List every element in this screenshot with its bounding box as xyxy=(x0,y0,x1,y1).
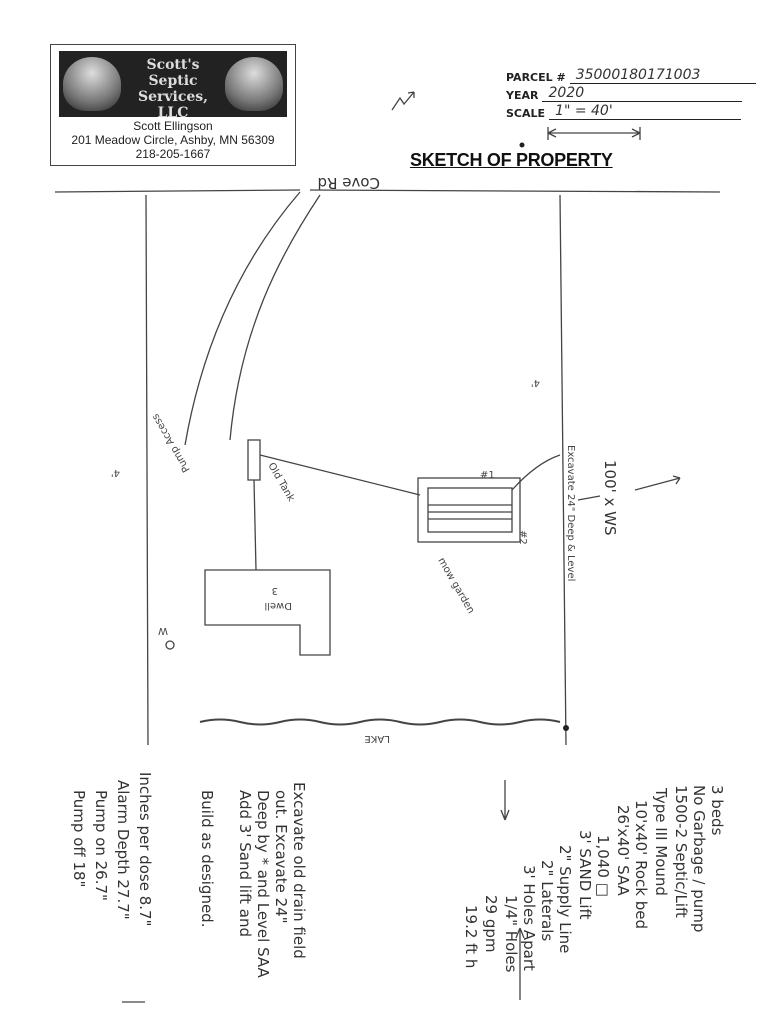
instruction-line: out. Excavate 24" xyxy=(272,790,290,924)
north-arrow-icon xyxy=(391,91,415,111)
driveway-line xyxy=(184,191,301,446)
lot-line-left xyxy=(145,194,149,746)
mound-label-2: #2 xyxy=(517,530,528,545)
arrow-icon xyxy=(577,495,601,501)
wing-left-icon xyxy=(63,57,121,111)
road-line xyxy=(54,189,301,193)
note-line: 1,040 □ xyxy=(594,835,612,897)
pump-access-label: Pump Access xyxy=(150,412,192,474)
note-line: 3' Holes Apart xyxy=(520,865,538,971)
dot-marker xyxy=(519,142,525,148)
old-tank-label: Old Tank xyxy=(265,461,296,504)
wing-right-icon xyxy=(225,57,283,111)
ws-label: 100' x WS xyxy=(601,460,619,536)
note-line: Type III Mound xyxy=(652,787,670,896)
excavate-label: Excavate 24" Deep & Level xyxy=(565,445,576,581)
corner-marker xyxy=(563,725,569,731)
road-label: Cove Rd xyxy=(318,174,380,192)
well-icon xyxy=(165,640,175,650)
year-value: 2020 xyxy=(542,86,743,102)
mow-garden-label: mow garden xyxy=(435,556,476,616)
company-card: Scott's Septic Services, LLC Scott Ellin… xyxy=(50,44,296,166)
dwelling xyxy=(204,569,331,656)
dwelling-number: 3 xyxy=(272,585,278,596)
dim-left: 4' xyxy=(111,467,120,478)
owner-name: Scott Ellingson xyxy=(133,119,213,133)
mound-label-1: #1 xyxy=(480,470,495,481)
arrow-up-icon xyxy=(515,927,525,1000)
sewer-line xyxy=(253,479,257,571)
parcel-value: 35000180171003 xyxy=(569,68,756,84)
note-line: 1/4" Holes xyxy=(502,895,520,973)
note-line: 1500-2 Septic/Lift xyxy=(672,785,690,918)
page-title: SKETCH OF PROPERTY xyxy=(410,150,613,170)
note-line: 2" Supply Line xyxy=(556,845,574,953)
logo-line: Septic xyxy=(148,73,198,89)
well-label: W xyxy=(158,625,168,636)
scale-arrow-icon xyxy=(547,127,641,140)
septic-tank xyxy=(247,439,261,481)
rock-bed xyxy=(427,487,513,533)
dwelling-label: Dwell xyxy=(264,600,292,611)
lake-shoreline xyxy=(199,718,561,726)
pump-setting-line: Inches per dose 8.7" xyxy=(136,772,154,926)
driveway-line xyxy=(229,194,321,441)
note-line: 3 beds xyxy=(708,785,726,836)
instruction-line: Build as designed. xyxy=(198,790,216,927)
instructions: Excavate old drain field out. Excavate 2… xyxy=(198,782,308,979)
pump-setting-line: Pump off 18" xyxy=(70,790,88,887)
note-line: No Garbage / pump xyxy=(690,785,708,932)
pump-setting-line: Pump on 26.7" xyxy=(92,790,110,901)
year-label: YEAR xyxy=(506,89,539,102)
scale-value: 1" = 40' xyxy=(549,104,742,120)
phone: 218-205-1667 xyxy=(135,147,211,161)
instruction-line: Add 3' Sand lift and xyxy=(236,790,254,937)
note-line: 10'x40' Rock bed xyxy=(632,800,650,929)
scale-label: SCALE xyxy=(506,107,546,120)
system-notes: 3 beds No Garbage / pump 1500-2 Septic/L… xyxy=(462,785,726,973)
laterals xyxy=(428,504,512,520)
note-line: 3' SAND Lift xyxy=(576,830,594,920)
dim-right: 4' xyxy=(531,377,540,388)
arrow-down-icon xyxy=(500,780,510,821)
pump-settings: Inches per dose 8.7" Alarm Depth 27.7" P… xyxy=(70,772,154,926)
supply-line xyxy=(259,454,421,496)
note-line: 19.2 ft h xyxy=(462,905,480,968)
lake-label: LAKE xyxy=(364,733,390,744)
note-line: 26'x40' SAA xyxy=(614,805,632,897)
note-line: 2" Laterals xyxy=(538,860,556,941)
instruction-line: Excavate old drain field xyxy=(290,782,308,959)
excavation-line xyxy=(511,454,561,491)
address: 201 Meadow Circle, Ashby, MN 56309 xyxy=(71,133,275,147)
road-line xyxy=(309,189,721,193)
logo-line: Services, LLC xyxy=(137,89,209,117)
note-line: 29 gpm xyxy=(482,895,500,953)
mound xyxy=(417,477,521,543)
logo-line: Scott's xyxy=(146,57,200,73)
company-logo: Scott's Septic Services, LLC xyxy=(59,51,287,117)
instruction-line: Deep by * and Level SAA xyxy=(254,790,272,979)
pump-setting-line: Alarm Depth 27.7" xyxy=(114,780,132,920)
parcel-label: PARCEL # xyxy=(506,71,566,84)
lot-line-right xyxy=(559,194,567,746)
arrow-icon xyxy=(634,475,681,491)
